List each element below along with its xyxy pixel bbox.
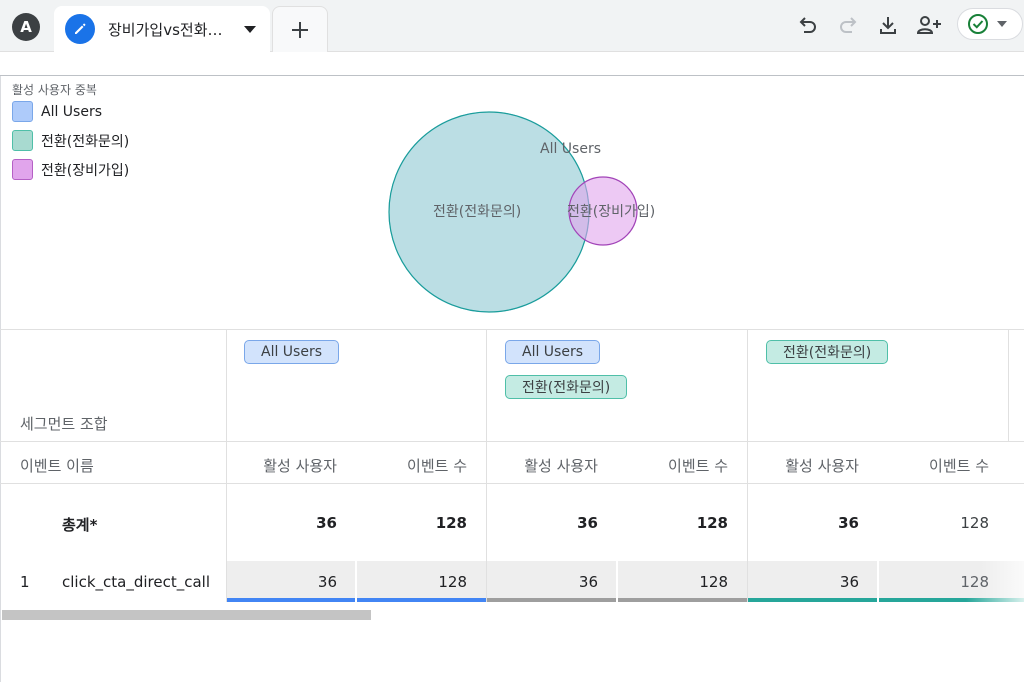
metric-header-event-count[interactable]: 이벤트 수	[407, 457, 467, 475]
divider	[0, 329, 1024, 330]
table-cell-bg	[487, 561, 616, 602]
check-circle-icon	[968, 14, 988, 34]
segment-chip-phone[interactable]: 전환(전화문의)	[766, 340, 889, 364]
legend-item-signup: 전환(장비가입)	[12, 159, 129, 180]
event-name-cell[interactable]: click_cta_direct_call	[62, 573, 210, 591]
tab-title: 장비가입vs전화…	[108, 20, 223, 39]
table-cell-bg	[357, 561, 486, 602]
legend-swatch	[12, 159, 33, 180]
value-bar	[227, 598, 355, 602]
metric-header-active-users[interactable]: 활성 사용자	[524, 457, 598, 475]
add-tab-button[interactable]	[272, 6, 328, 52]
value-bar	[487, 598, 616, 602]
add-person-icon	[916, 16, 941, 34]
venn-label-phone: 전환(전화문의)	[433, 204, 521, 220]
venn-diagram: All Users 전환(전화문의) 전환(장비가입)	[388, 111, 655, 313]
legend-swatch	[12, 101, 33, 122]
value-bar	[618, 598, 747, 602]
metric-header-active-users[interactable]: 활성 사용자	[785, 457, 859, 475]
segment-chip-phone[interactable]: 전환(전화문의)	[505, 375, 628, 399]
venn-title: 활성 사용자 중복	[12, 83, 97, 97]
segment-combination-header: 세그먼트 조합	[20, 415, 108, 433]
redo-button[interactable]	[834, 10, 864, 40]
total-value: 36	[577, 514, 598, 532]
venn-circle-signup[interactable]	[568, 176, 638, 246]
caret-down-icon[interactable]	[244, 25, 256, 33]
legend-swatch	[12, 130, 33, 151]
row-index: 1	[20, 573, 30, 591]
venn-label-signup: 전환(장비가입)	[567, 204, 655, 220]
value-bar	[879, 598, 1024, 602]
plus-icon	[292, 21, 308, 38]
caret-down-icon	[997, 21, 1007, 27]
table-cell-bg	[748, 561, 877, 602]
share-button[interactable]	[914, 10, 944, 40]
venn-label-all-users: All Users	[540, 141, 601, 157]
table-cell: 36	[839, 573, 859, 591]
total-value: 36	[316, 514, 337, 532]
account-avatar[interactable]: A	[12, 13, 40, 41]
legend-label: 전환(전화문의)	[41, 133, 130, 150]
total-row-label: 총계*	[62, 516, 98, 534]
divider	[0, 441, 1024, 442]
table-cell-bg	[618, 561, 747, 602]
divider	[747, 330, 748, 602]
total-value: 128	[435, 514, 467, 532]
table-cell: 128	[960, 573, 989, 591]
legend-item-all-users: All Users	[12, 101, 102, 122]
download-icon	[880, 17, 896, 34]
tab-exploration[interactable]: 장비가입vs전화…	[54, 6, 270, 52]
legend-label: 전환(장비가입)	[41, 162, 130, 179]
legend-label: All Users	[41, 103, 103, 120]
divider	[226, 330, 227, 602]
undo-icon	[799, 17, 816, 33]
undo-button[interactable]	[792, 10, 822, 40]
pencil-icon	[65, 14, 95, 44]
value-bar	[357, 598, 486, 602]
metric-header-event-count[interactable]: 이벤트 수	[929, 457, 989, 475]
divider	[1008, 330, 1009, 442]
value-bar	[748, 598, 877, 602]
status-dropdown[interactable]	[957, 8, 1023, 40]
metric-header-event-count[interactable]: 이벤트 수	[668, 457, 728, 475]
divider	[0, 76, 1, 682]
table-cell-bg	[227, 561, 355, 602]
table-cell-bg	[879, 561, 1024, 602]
metric-header-active-users[interactable]: 활성 사용자	[263, 457, 337, 475]
divider	[0, 75, 1024, 76]
total-value: 128	[960, 514, 989, 532]
divider	[486, 330, 487, 602]
redo-icon	[840, 17, 857, 33]
total-value: 36	[838, 514, 859, 532]
segment-chip-all-users[interactable]: All Users	[244, 340, 340, 364]
divider	[0, 483, 1024, 484]
dimension-header: 이벤트 이름	[20, 457, 94, 475]
legend-item-phone: 전환(전화문의)	[12, 130, 129, 151]
download-button[interactable]	[873, 10, 903, 40]
horizontal-scrollbar[interactable]	[2, 610, 371, 620]
table-cell: 36	[317, 573, 337, 591]
table-cell: 128	[699, 573, 728, 591]
segment-chip-all-users[interactable]: All Users	[505, 340, 601, 364]
toolbar: A 장비가입vs전화…	[0, 0, 1024, 52]
table-cell: 36	[578, 573, 598, 591]
table-cell: 128	[438, 573, 467, 591]
total-value: 128	[696, 514, 728, 532]
